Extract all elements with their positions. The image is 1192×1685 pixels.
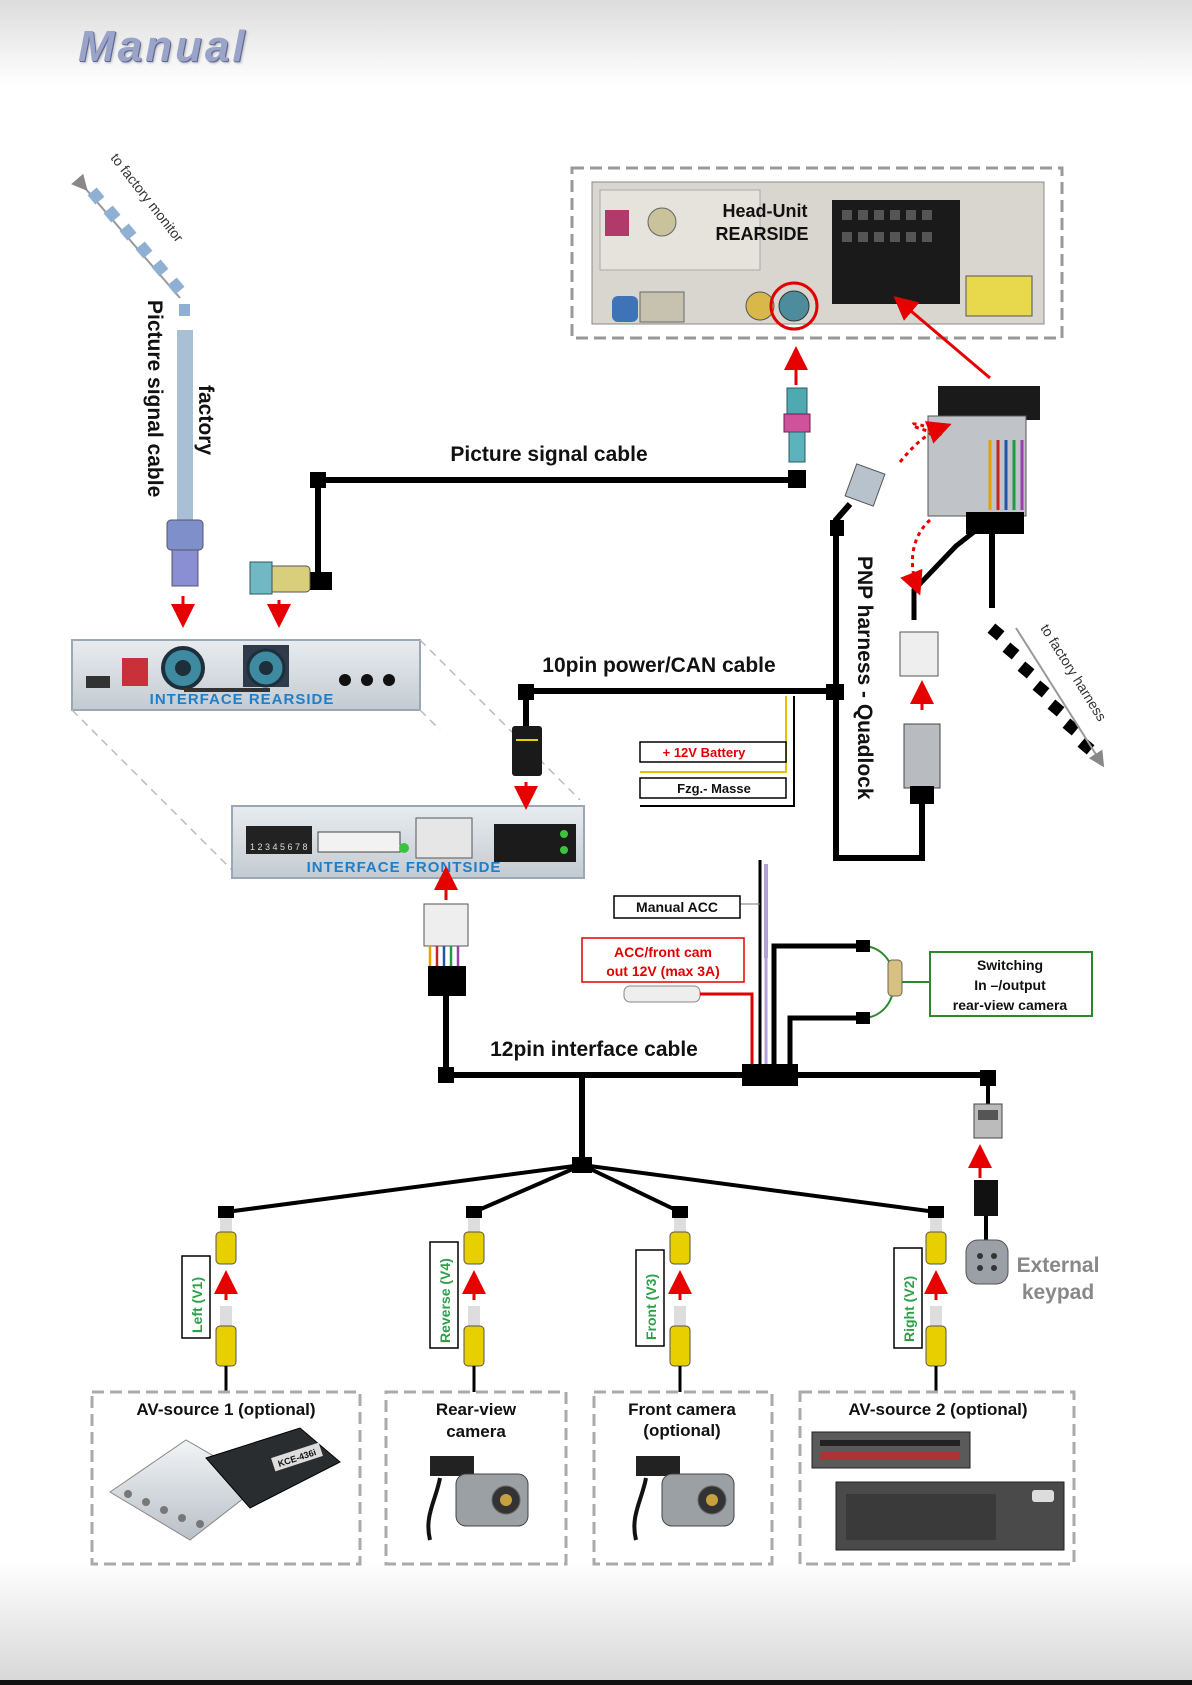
acc-front-cam-label-line2: out 12V (max 3A): [606, 963, 720, 979]
head-unit-label-line2: REARSIDE: [715, 224, 808, 244]
picture-signal-cable: [249, 387, 811, 595]
battery-label-box: [639, 741, 787, 763]
bottom-rule: [0, 1680, 1192, 1685]
head-unit-image: [591, 181, 1045, 331]
front-v3-label: Front (V3): [643, 1274, 659, 1340]
interface-cable-label: 12pin interface cable: [490, 1038, 698, 1061]
interface-cable-connector: [423, 903, 469, 996]
picture-signal-cable-label: Picture signal cable: [450, 443, 647, 466]
switching-label-line2: In –/output: [974, 977, 1046, 993]
switching-label-line3: rear-view camera: [953, 997, 1068, 1013]
interface-rearside: [71, 639, 421, 711]
rear-view-camera-box: [384, 1390, 568, 1566]
dip-switch-numbers: 1 2 3 4 5 6 7 8: [250, 842, 308, 852]
factory-monitor-cable: [71, 173, 204, 587]
acc-wires: [623, 860, 930, 1064]
video-hub: [572, 1157, 592, 1173]
keypad-cable-end: [980, 1070, 996, 1086]
head-unit-label-line1: Head-Unit: [723, 201, 808, 221]
right-v2-label: Right (V2): [901, 1276, 917, 1342]
to-factory-monitor-label: to factory monitor: [108, 150, 187, 245]
pnp-harness-label: PNP harness - Quadlock: [853, 556, 876, 800]
acc-front-cam-label-line1: ACC/front cam: [614, 944, 712, 960]
video-connector-left: [214, 1206, 238, 1392]
rear-view-camera-label-line1: Rear-view: [436, 1400, 517, 1419]
manual-acc-label: Manual ACC: [636, 899, 718, 915]
acc-front-cam-box: [581, 937, 745, 983]
ground-label: Fzg.- Masse: [677, 781, 751, 796]
arrow-quadlock-to-head-unit: [893, 296, 991, 380]
rear-view-camera-image: [426, 1456, 529, 1541]
interface-rearside-label: INTERFACE REARSIDE: [150, 691, 335, 708]
video-branches: [225, 1163, 937, 1214]
factory-label: factory: [194, 385, 217, 455]
manual-acc-box: [613, 895, 741, 919]
video-connector-reverse: [462, 1206, 486, 1392]
external-keypad-label-line1: External: [1017, 1254, 1100, 1277]
head-unit-frame: [570, 166, 1064, 340]
power-can-cable: [512, 684, 844, 807]
av-source-2-box: [798, 1390, 1076, 1566]
interface-frontside-label: INTERFACE FRONTSIDE: [307, 859, 502, 876]
interface-cable-junction: [742, 1064, 798, 1086]
interface-frontside: [231, 805, 585, 879]
front-camera-image: [632, 1456, 735, 1541]
ground-label-box: [639, 777, 787, 799]
external-keypad-label-line2: keypad: [1022, 1281, 1094, 1304]
left-v1-label: Left (V1): [189, 1277, 205, 1333]
av-source-1-label: AV-source 1 (optional): [136, 1400, 315, 1419]
pnp-harness: [830, 386, 1040, 861]
av-source-2-label: AV-source 2 (optional): [848, 1400, 1027, 1419]
interface-perspective-lines: [71, 639, 581, 871]
front-camera-label-line2: (optional): [643, 1421, 720, 1440]
factory-harness-cable: [987, 623, 1105, 768]
switching-box: [929, 951, 1093, 1017]
av-source-1-box: [90, 1390, 362, 1566]
battery-label: + 12V Battery: [663, 745, 747, 760]
interface-cable: [443, 996, 991, 1165]
left-v1-box: [181, 1255, 211, 1339]
rear-view-camera-label-line2: camera: [446, 1422, 506, 1441]
picture-signal-cable-vertical-label: Picture signal cable: [143, 300, 166, 497]
av-source-2-image: [811, 1431, 1065, 1551]
power-can-cable-label: 10pin power/CAN cable: [542, 654, 775, 677]
interface-cable-end: [438, 1067, 454, 1083]
reverse-v4-box: [429, 1241, 459, 1349]
av-source-1-image: [109, 1427, 341, 1541]
video-connector-right: [924, 1206, 948, 1392]
header-band: [0, 0, 1192, 100]
reverse-v4-label: Reverse (V4): [437, 1258, 453, 1343]
page-title: Manual: [78, 22, 248, 71]
front-camera-box: [592, 1390, 774, 1566]
switching-label-line1: Switching: [977, 957, 1043, 973]
footer-band: [0, 1562, 1192, 1685]
right-v2-box: [893, 1247, 923, 1349]
front-camera-label-line1: Front camera: [628, 1400, 736, 1419]
external-keypad: [965, 1086, 1009, 1285]
video-connector-front: [668, 1206, 692, 1392]
front-v3-box: [635, 1249, 665, 1347]
